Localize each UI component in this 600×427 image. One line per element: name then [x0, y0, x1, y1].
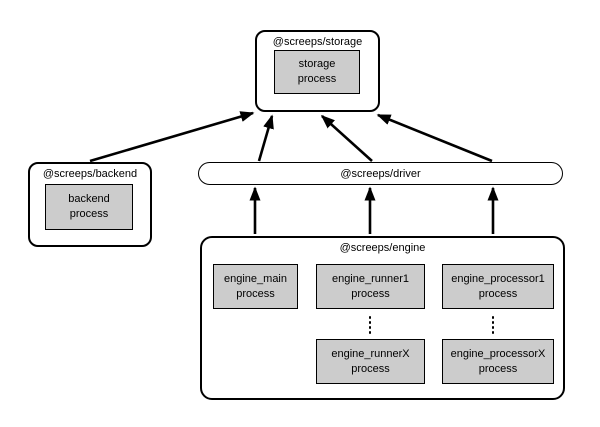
storage-process-box: storage process — [274, 50, 360, 94]
storage-title: @screeps/storage — [272, 36, 363, 48]
arrow-driver-to-storage-left — [257, 114, 274, 162]
node-storage: @screeps/storage storage process — [255, 30, 380, 112]
backend-title: @screeps/backend — [42, 168, 138, 180]
driver-title: @screeps/driver — [340, 167, 421, 180]
node-engine: @screeps/engine engine_main process engi… — [200, 236, 565, 400]
arrow-driver-to-storage-middle — [320, 114, 373, 162]
engine-runner1-process-box: engine_runner1 process — [316, 264, 425, 309]
engine-main-process-box: engine_main process — [213, 264, 298, 309]
arrow-backend-to-storage — [89, 111, 255, 163]
arrow-driver-to-storage-right — [376, 113, 493, 163]
vertical-ellipsis-icon — [368, 316, 372, 334]
engine-title: @screeps/engine — [339, 242, 426, 254]
node-driver: @screeps/driver — [198, 162, 563, 185]
engine-runnerX-process-box: engine_runnerX process — [316, 339, 425, 384]
engine-processorX-process-box: engine_processorX process — [442, 339, 554, 384]
engine-processor1-process-box: engine_processor1 process — [442, 264, 554, 309]
node-backend: @screeps/backend backend process — [28, 162, 152, 247]
vertical-ellipsis-icon — [491, 316, 495, 334]
backend-process-box: backend process — [45, 184, 133, 230]
